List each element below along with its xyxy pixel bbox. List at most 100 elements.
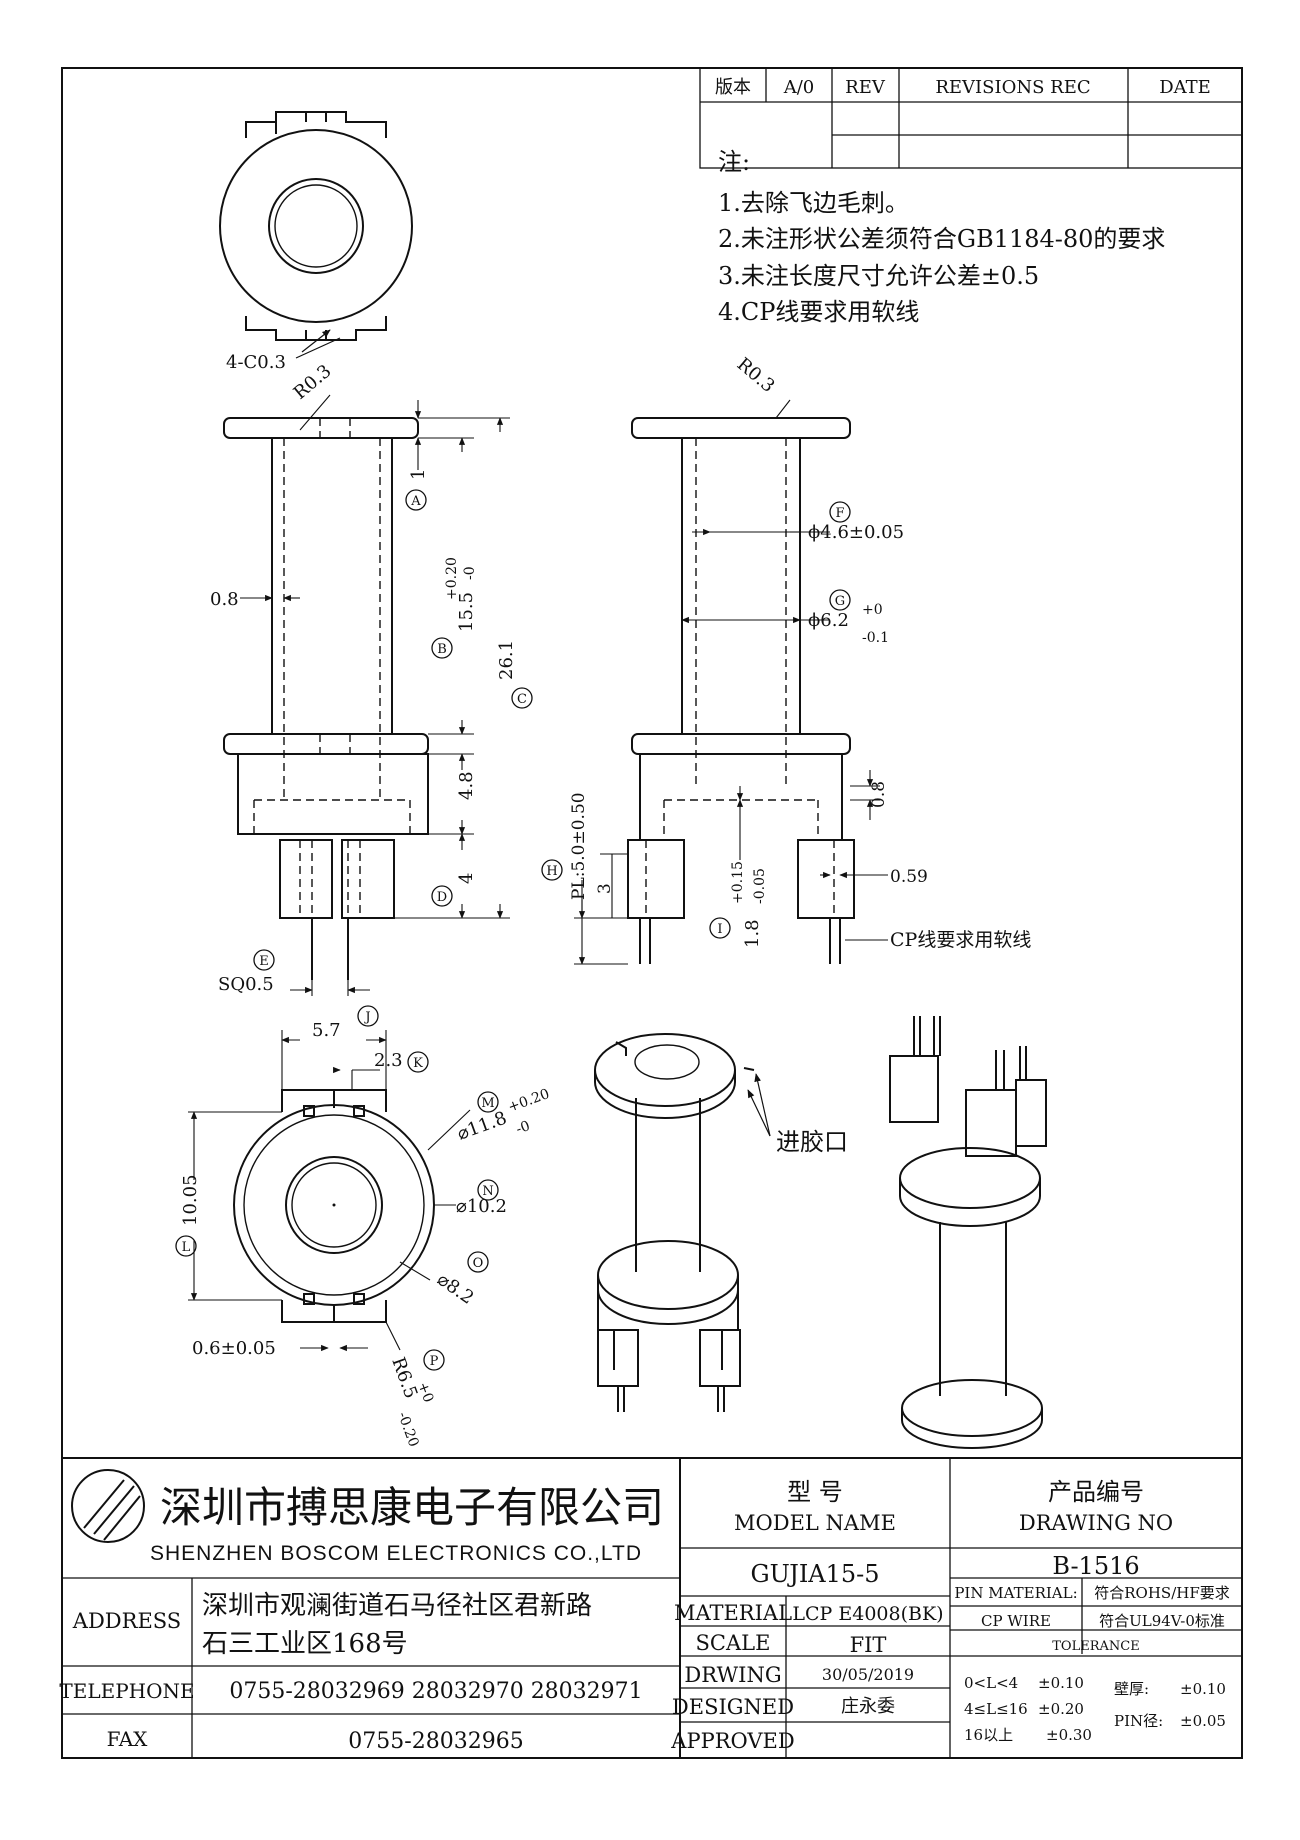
tol-value-1: ±0.10 <box>1038 1674 1084 1692</box>
dim-side-r-right: R0.3 <box>733 354 779 397</box>
note-2: 2.未注形状公差须符合GB1184-80的要求 <box>718 225 1165 253</box>
revision-table <box>699 67 1243 169</box>
front-view <box>223 417 429 980</box>
dim-b-main: 15.5 <box>456 592 477 632</box>
address-label: ADDRESS <box>72 1609 181 1633</box>
designed-label: DESIGNED <box>672 1695 794 1719</box>
dim-height-48: 4.8 <box>456 771 477 800</box>
callout-e: E <box>259 954 269 969</box>
wall-tol-label: 壁厚: <box>1114 1680 1149 1698</box>
dim-slot: 0.6±0.05 <box>192 1338 276 1359</box>
dim-i-tol-down: -0.05 <box>752 868 768 904</box>
material-value: LCP E4008(BK) <box>792 1603 943 1625</box>
callout-circles <box>175 489 851 1371</box>
callout-k: K <box>413 1056 423 1071</box>
drawing-label-cn: 产品编号 <box>1048 1478 1144 1506</box>
rev-version-value: A/0 <box>783 77 815 98</box>
approved-label: APPROVED <box>670 1729 794 1753</box>
dim-j-val: 5.7 <box>312 1020 341 1041</box>
drawing-label-en: DRAWING NO <box>1019 1511 1173 1535</box>
tol-range-1: 0<L<4 <box>964 1674 1018 1692</box>
callout-g: G <box>835 594 845 609</box>
tol-value-2: ±0.20 <box>1038 1700 1084 1718</box>
date-label: DATE <box>1159 77 1211 98</box>
callout-o: O <box>473 1256 484 1271</box>
dim-p-tol-down: -0.20 <box>394 1410 421 1449</box>
dim-d-val: 4 <box>456 873 477 884</box>
drawing-value: B-1516 <box>1052 1552 1139 1580</box>
callout-j: J <box>363 1010 370 1025</box>
dim-p-r: R6.5 <box>387 1355 421 1402</box>
pin-material-value: 符合ROHS/HF要求 <box>1094 1584 1230 1602</box>
dim-m-tol-up: +0.20 <box>506 1086 552 1116</box>
dim-g-tol-down: -0.1 <box>862 630 889 646</box>
callout-f: F <box>835 506 844 521</box>
dim-a-val: 1 <box>408 469 429 480</box>
dim-o-dia: ⌀8.2 <box>433 1269 477 1309</box>
dim-wall: 0.8 <box>210 589 239 610</box>
designed-value: 庄永委 <box>841 1696 895 1717</box>
dim-b-tol-down: -0 <box>462 566 478 580</box>
dim-n-dia: ⌀10.2 <box>456 1196 507 1217</box>
rev-label: REV <box>845 77 886 98</box>
dim-three: 3 <box>595 883 615 894</box>
drwing-value: 30/05/2019 <box>822 1665 914 1684</box>
pin-material-label: PIN MATERIAL: <box>954 1584 1077 1602</box>
dim-m-dia: ⌀11.8 <box>455 1108 510 1145</box>
scale-value: FIT <box>850 1633 887 1657</box>
fax-value: 0755-28032965 <box>348 1729 523 1754</box>
iso-view-pins <box>889 1016 1047 1449</box>
tol-range-3: 16以上 <box>964 1726 1013 1744</box>
tol-value-3: ±0.30 <box>1046 1726 1092 1744</box>
company-logo <box>71 1469 145 1543</box>
telephone-label: TELEPHONE <box>59 1679 194 1703</box>
dim-p-tol-up: +0 <box>414 1380 436 1405</box>
callout-d: D <box>437 890 447 905</box>
telephone-value: 0755-28032969 28032970 28032971 <box>229 1679 642 1704</box>
address-line-2: 石三工业区168号 <box>202 1629 408 1659</box>
dim-pin-059: 0.59 <box>890 867 928 887</box>
tol-range-2: 4≤L≤16 <box>964 1700 1028 1718</box>
note-4: 4.CP线要求用软线 <box>718 298 919 326</box>
callout-b: B <box>437 642 447 657</box>
dim-m-tol-down: -0 <box>514 1118 532 1138</box>
gate-label: 进胶口 <box>776 1128 848 1156</box>
notes-heading: 注: <box>718 148 750 176</box>
model-value: GUJIA15-5 <box>750 1560 879 1588</box>
callout-a: A <box>410 494 421 509</box>
dim-top-chamfer: 4-C0.3 <box>226 352 286 373</box>
cp-wire-label: CP WIRE <box>981 1612 1051 1630</box>
top-view <box>219 111 413 341</box>
note-1: 1.去除飞边毛刺。 <box>718 189 909 217</box>
wall-tol-value: ±0.10 <box>1180 1680 1226 1698</box>
dim-b-tol-up: +0.20 <box>444 557 460 600</box>
dim-f-dia: ϕ4.6±0.05 <box>808 522 904 543</box>
address-line-1: 深圳市观澜街道石马径社区君新路 <box>202 1591 592 1621</box>
cp-wire-value: 符合UL94V-0标准 <box>1099 1612 1225 1630</box>
dim-k-val: 2.3 <box>374 1050 403 1071</box>
dim-l-val: 10.05 <box>180 1174 201 1226</box>
callout-l: L <box>182 1240 191 1255</box>
dim-g-dia: ϕ6.2 <box>808 610 849 631</box>
note-3: 3.未注长度尺寸允许公差±0.5 <box>718 262 1039 290</box>
dim-right-08: 0.8 <box>869 781 889 808</box>
company-name-en: SHENZHEN BOSCOM ELECTRONICS CO.,LTD <box>150 1542 642 1565</box>
callout-p: P <box>430 1354 439 1369</box>
pin-dia-label: PIN径: <box>1114 1712 1163 1730</box>
pin-dia-value: ±0.05 <box>1180 1712 1226 1730</box>
rev-version-label: 版本 <box>715 77 751 98</box>
dim-i-tol-up: +0.15 <box>730 861 746 904</box>
callout-i: I <box>717 922 722 937</box>
callout-h: H <box>546 864 557 879</box>
tolerance-label: TOLERANCE <box>1052 1639 1139 1654</box>
revisions-label: REVISIONS REC <box>935 77 1090 98</box>
dim-sq: SQ0.5 <box>218 974 274 995</box>
drwing-label: DRWING <box>684 1663 781 1687</box>
company-name-cn: 深圳市搏思康电子有限公司 <box>160 1483 664 1532</box>
side-view <box>627 417 855 964</box>
callout-m: M <box>481 1096 494 1111</box>
iso-view-top-flange <box>594 1033 755 1412</box>
callout-c: C <box>517 692 527 707</box>
drawing-border <box>61 67 1243 1759</box>
